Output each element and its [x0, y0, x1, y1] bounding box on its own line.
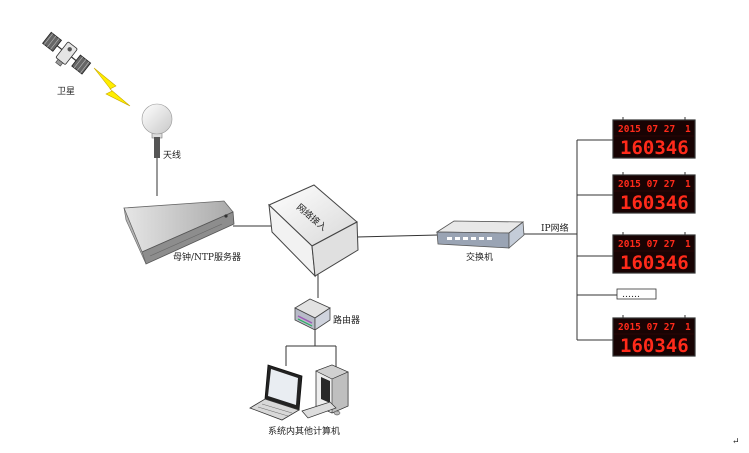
paragraph-mark: ↵ — [732, 437, 740, 447]
clock-time: 160346 — [620, 252, 689, 274]
clock-weekday: 1 — [685, 124, 691, 135]
clock-date: 2015 07 27 — [618, 322, 675, 333]
ellipsis-box: …… — [616, 288, 657, 300]
server-icon — [123, 200, 235, 265]
lightning-icon — [93, 67, 131, 107]
satellite-label: 卫星 — [57, 86, 75, 97]
clock-date: 2015 07 27 — [618, 124, 675, 135]
antenna-icon — [141, 103, 173, 158]
laptop-icon — [249, 364, 303, 421]
clock-display-2: 2015 07 27 1 160346 — [612, 172, 696, 214]
ip-network-label: IP网络 — [541, 222, 569, 234]
clock-display-1: 2015 07 27 1 160346 — [612, 117, 696, 159]
desktop-icon — [301, 364, 349, 419]
clock-time: 160346 — [620, 137, 689, 159]
satellite-icon — [42, 31, 92, 75]
clock-display-icon — [612, 174, 696, 214]
clock-display-3: 2015 07 27 1 160346 — [612, 232, 696, 274]
clock-time: 160346 — [620, 335, 689, 357]
switch-label: 交换机 — [466, 251, 493, 263]
router-label: 路由器 — [333, 314, 360, 326]
clock-weekday: 1 — [685, 239, 691, 250]
clock-display-4: 2015 07 27 1 160346 — [612, 315, 696, 357]
clock-weekday: 1 — [685, 179, 691, 190]
clock-date: 2015 07 27 — [618, 179, 675, 190]
clock-display-icon — [612, 234, 696, 274]
master-clock-label: 母钟/NTP服务器 — [173, 251, 241, 263]
antenna-label: 天线 — [163, 149, 181, 161]
router-icon — [294, 298, 331, 331]
clock-display-icon — [612, 317, 696, 357]
clock-time: 160346 — [620, 192, 689, 214]
ellipsis-text: …… — [622, 290, 640, 300]
switch-icon — [435, 220, 525, 249]
clock-date: 2015 07 27 — [618, 239, 675, 250]
computers-label: 系统内其他计算机 — [268, 425, 340, 437]
network-box-icon — [268, 184, 359, 278]
clock-display-icon — [612, 119, 696, 159]
clock-weekday: 1 — [685, 322, 691, 333]
